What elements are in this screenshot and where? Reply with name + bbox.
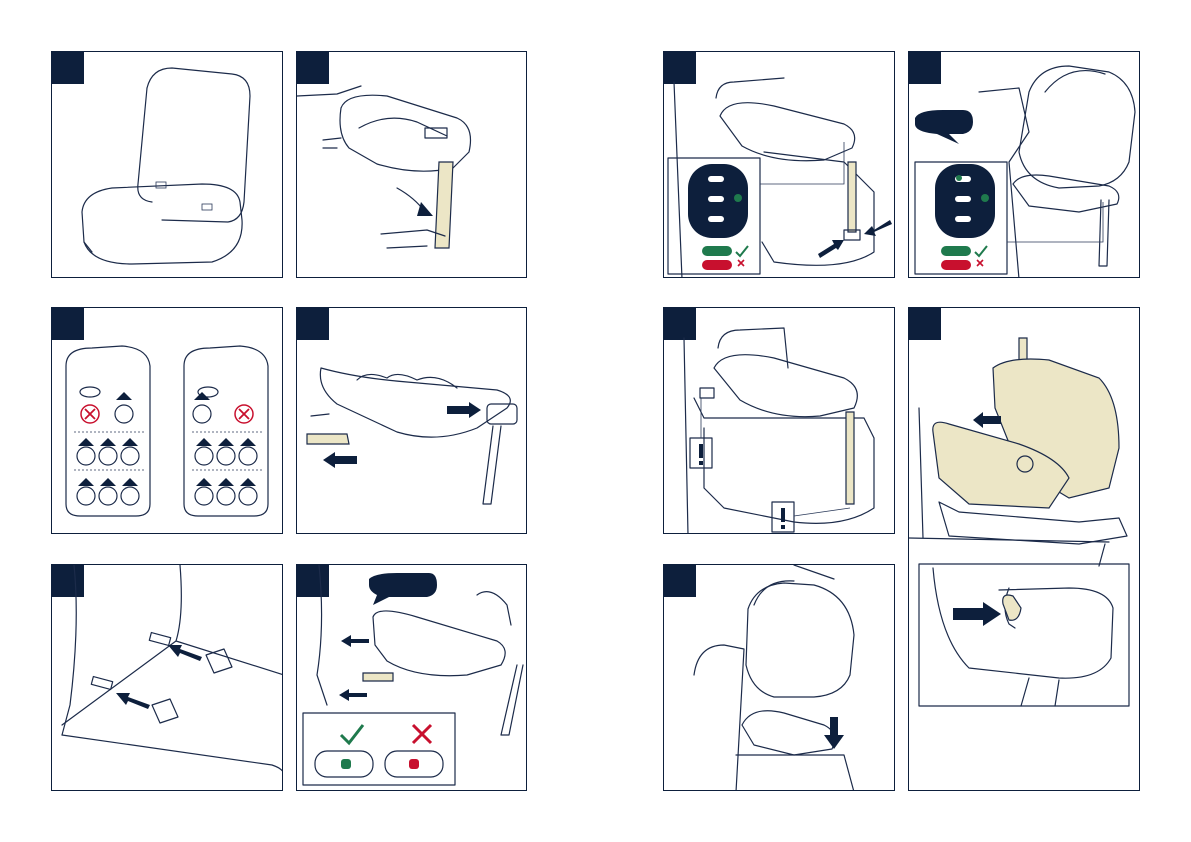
isofix-arm-icon	[307, 434, 349, 444]
warning-icon	[690, 438, 794, 532]
speech-bubble-icon	[915, 110, 973, 144]
arrow-left-icon	[973, 412, 1001, 428]
car-top-view-icon	[66, 346, 268, 516]
indicator-panel-icon	[688, 164, 748, 238]
isofix-arm-icon	[363, 673, 393, 681]
base-shell	[742, 711, 835, 755]
indicator-icon	[315, 751, 443, 777]
arrow-left-icon	[323, 452, 357, 468]
check-icon	[975, 246, 987, 256]
not-allowed-icon	[81, 405, 253, 423]
arrow-icon	[116, 693, 150, 709]
step-panel-insert-guides	[51, 564, 283, 791]
arrow-icon	[864, 220, 892, 236]
step-panel-seat-positions	[51, 307, 283, 534]
step-panel-click-confirm	[908, 51, 1140, 278]
arrow-icon	[818, 240, 844, 258]
base-shell	[720, 103, 855, 161]
support-leg-icon	[846, 412, 854, 504]
arrow-right-icon	[447, 402, 481, 418]
base-shell	[939, 502, 1127, 544]
cross-icon	[738, 260, 744, 266]
speech-bubble-icon	[369, 573, 437, 605]
support-leg-icon	[848, 162, 856, 232]
step-panel-place-carrier	[663, 564, 895, 791]
vehicle-seat-icon	[52, 52, 283, 278]
step-panel-warnings	[663, 307, 895, 534]
hand-icon	[297, 86, 361, 96]
step-panel-release-carrier	[908, 307, 1140, 791]
allowed-triangle-icon	[77, 392, 257, 505]
support-leg-icon	[483, 426, 501, 504]
indicator-panel-icon	[935, 164, 995, 238]
step-panel-extend-isofix	[296, 307, 527, 534]
base-shell	[373, 611, 505, 676]
arrow-down-icon	[824, 717, 844, 749]
arrow-right-icon	[953, 602, 1001, 626]
arrow-left-icon	[339, 689, 367, 701]
infant-carrier-icon	[1019, 66, 1135, 188]
step-panel-attach-base	[296, 564, 527, 791]
step-panel-empty-seat	[51, 51, 283, 278]
cross-icon	[977, 260, 983, 266]
check-icon	[736, 246, 748, 256]
base-shell	[340, 95, 471, 171]
base-shell	[714, 355, 857, 417]
infant-carrier-icon	[746, 583, 854, 697]
base-shell	[320, 368, 510, 437]
check-icon	[341, 725, 363, 743]
cross-icon	[413, 725, 431, 743]
isofix-guide-icon	[152, 649, 232, 723]
arrow-left-icon	[341, 635, 369, 647]
step-panel-check-indicators	[663, 51, 895, 278]
step-panel-unfold-leg	[296, 51, 527, 278]
